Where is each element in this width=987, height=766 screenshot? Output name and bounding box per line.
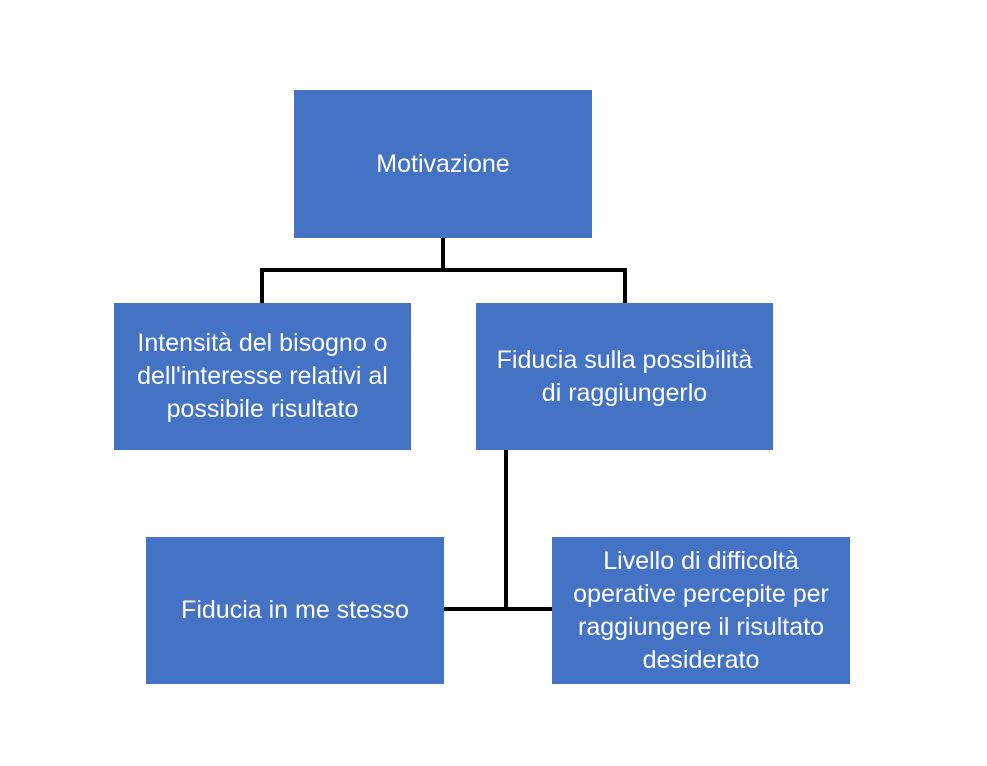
node-fiducia-possibilita-label: Fiducia sulla possibilità di raggiungerl… xyxy=(496,345,753,407)
node-intensita-bisogno: Intensità del bisogno o dell'interesse r… xyxy=(114,303,411,450)
node-fiducia-possibilita: Fiducia sulla possibilità di raggiungerl… xyxy=(476,303,773,450)
node-fiducia-me-stesso: Fiducia in me stesso xyxy=(146,537,444,684)
connector-right-to-level2 xyxy=(442,450,554,611)
node-motivazione-label: Motivazione xyxy=(376,149,510,178)
node-fiducia-me-stesso-label: Fiducia in me stesso xyxy=(181,596,409,624)
node-difficolta-operative: Livello di difficoltà operative percepit… xyxy=(552,537,850,684)
node-motivazione: Motivazione xyxy=(294,90,592,238)
connector-root-to-level1 xyxy=(260,236,627,305)
node-difficolta-operative-label: Livello di difficoltà operative percepit… xyxy=(573,546,829,674)
node-intensita-bisogno-label: Intensità del bisogno o dell'interesse r… xyxy=(137,329,388,423)
